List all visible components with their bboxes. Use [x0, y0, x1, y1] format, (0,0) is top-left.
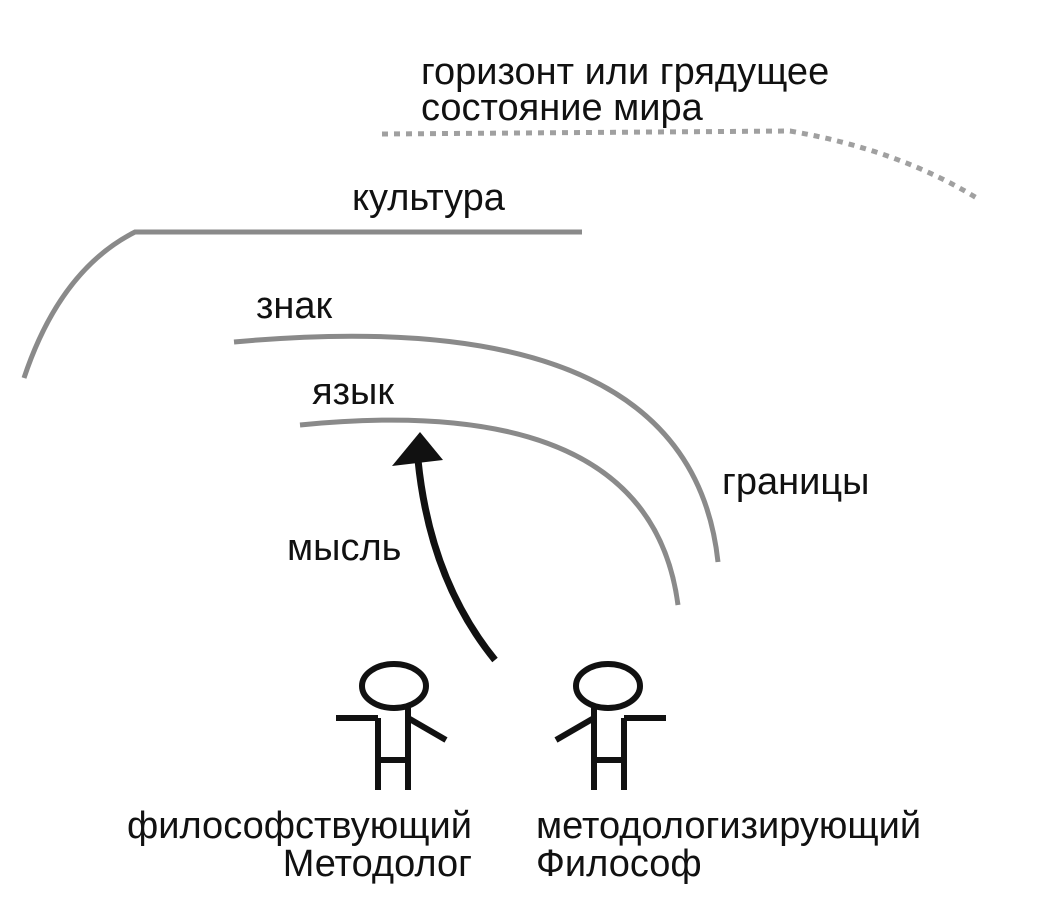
language-arc [299, 417, 681, 606]
right-person-label-line2: Философ [536, 843, 702, 885]
thought-arrow-icon [392, 432, 498, 663]
sign-arc [233, 333, 721, 563]
right-person-label-line1: методологизирующий [536, 805, 922, 847]
left-person-icon [336, 661, 448, 790]
language-label: язык [312, 371, 394, 413]
right-person-icon [554, 661, 666, 790]
horizon-label-line2: состояние мира [421, 87, 703, 129]
culture-label: культура [352, 177, 505, 219]
horizon-dotted-line [381, 128, 982, 203]
boundaries-label: границы [722, 461, 870, 503]
left-person-label-line2: Методолог [282, 843, 472, 885]
left-person-label-line1: философствующий [126, 805, 472, 847]
thought-label: мысль [287, 527, 402, 569]
horizon-label-line1: горизонт или грядущее [421, 51, 830, 93]
sign-label: знак [256, 285, 333, 327]
culture-line [21, 229, 582, 379]
